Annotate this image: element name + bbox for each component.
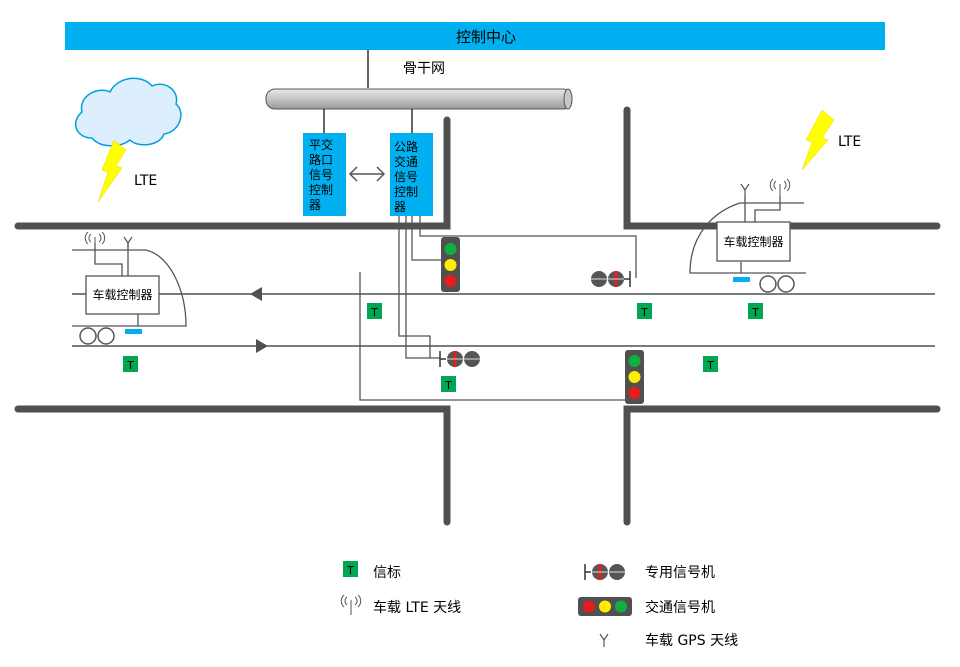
beacon: T [703, 356, 718, 372]
bidirectional-arrow [348, 166, 386, 182]
svg-text:信号: 信号 [394, 170, 418, 184]
beacon: T [637, 303, 652, 319]
traffic-signal [441, 237, 460, 292]
svg-text:T: T [706, 359, 714, 372]
legend-beacon: T 信标 [343, 561, 401, 581]
legend-beacon-label: 信标 [373, 565, 401, 581]
control-center-bar: 控制中心 [65, 22, 885, 50]
signal-wires [359, 216, 637, 401]
direction-arrow-left [250, 287, 262, 301]
vehicle-left [72, 242, 187, 327]
beacon: T [441, 376, 456, 392]
legend-lte-antenna: 车载 LTE 天线 [340, 594, 461, 616]
gps-antenna-icon [123, 236, 133, 248]
wheel [79, 327, 97, 345]
wheel [777, 275, 795, 293]
dedicated-signal [439, 351, 480, 367]
vehicle-controller-left: 车载控制器 [85, 275, 160, 315]
lightning-icon [97, 139, 127, 203]
lte-label-left: LTE [134, 173, 157, 189]
svg-text:T: T [126, 359, 134, 372]
beacon: T [367, 303, 382, 319]
road-network [14, 106, 941, 526]
svg-text:信号: 信号 [309, 168, 333, 182]
control-center-title: 控制中心 [456, 28, 516, 46]
svg-text:控制: 控制 [394, 185, 418, 199]
svg-text:器: 器 [394, 200, 406, 214]
svg-text:车载控制器: 车载控制器 [723, 234, 783, 249]
wheel [759, 275, 777, 293]
lte-label-right: LTE [838, 134, 861, 150]
lightning-icon [801, 109, 835, 171]
legend-lte-label: 车载 LTE 天线 [373, 599, 461, 616]
lte-cloud [74, 77, 182, 147]
legend-dedicated-label: 专用信号机 [645, 565, 715, 581]
svg-text:交通: 交通 [394, 154, 418, 169]
legend-gps-label: 车载 GPS 天线 [645, 632, 738, 649]
svg-text:T: T [346, 564, 354, 577]
svg-text:T: T [444, 379, 452, 392]
legend-traffic-label: 交通信号机 [645, 599, 715, 616]
transponder [733, 277, 750, 282]
beacon: T [748, 303, 763, 319]
svg-text:T: T [640, 306, 648, 319]
lte-antenna-icon [84, 231, 106, 246]
legend-dedicated-signal: 专用信号机 [584, 564, 715, 581]
backbone-network: 骨干网 [265, 50, 573, 110]
legend-traffic-signal: 交通信号机 [578, 597, 715, 616]
dedicated-signal [591, 271, 631, 287]
lte-antenna-icon [769, 178, 791, 196]
svg-text:公路: 公路 [394, 139, 418, 154]
svg-text:控制: 控制 [309, 183, 333, 197]
crossing-signal-controller: 平交 路口 信号 控制 器 [303, 109, 346, 216]
wheel [97, 327, 115, 345]
legend: T 信标 车载 LTE 天线 专用信号机 交通信号机 [340, 561, 738, 649]
vehicle-right [689, 196, 806, 274]
road-signal-controller: 公路 交通 信号 控制 器 [390, 109, 433, 216]
gps-antenna-icon [740, 183, 750, 197]
svg-text:器: 器 [309, 198, 321, 212]
direction-arrow-right [256, 339, 268, 353]
beacon: T [123, 356, 138, 372]
svg-text:路口: 路口 [309, 152, 333, 167]
svg-text:T: T [370, 306, 378, 319]
svg-text:T: T [751, 306, 759, 319]
svg-text:平交: 平交 [309, 137, 333, 152]
vehicle-controller-right: 车载控制器 [716, 221, 791, 262]
transponder [125, 329, 142, 334]
tracks [72, 293, 935, 347]
backbone-label: 骨干网 [403, 61, 445, 77]
svg-text:车载控制器: 车载控制器 [92, 287, 152, 302]
traffic-signal [625, 350, 644, 404]
legend-gps-antenna: 车载 GPS 天线 [599, 632, 738, 649]
